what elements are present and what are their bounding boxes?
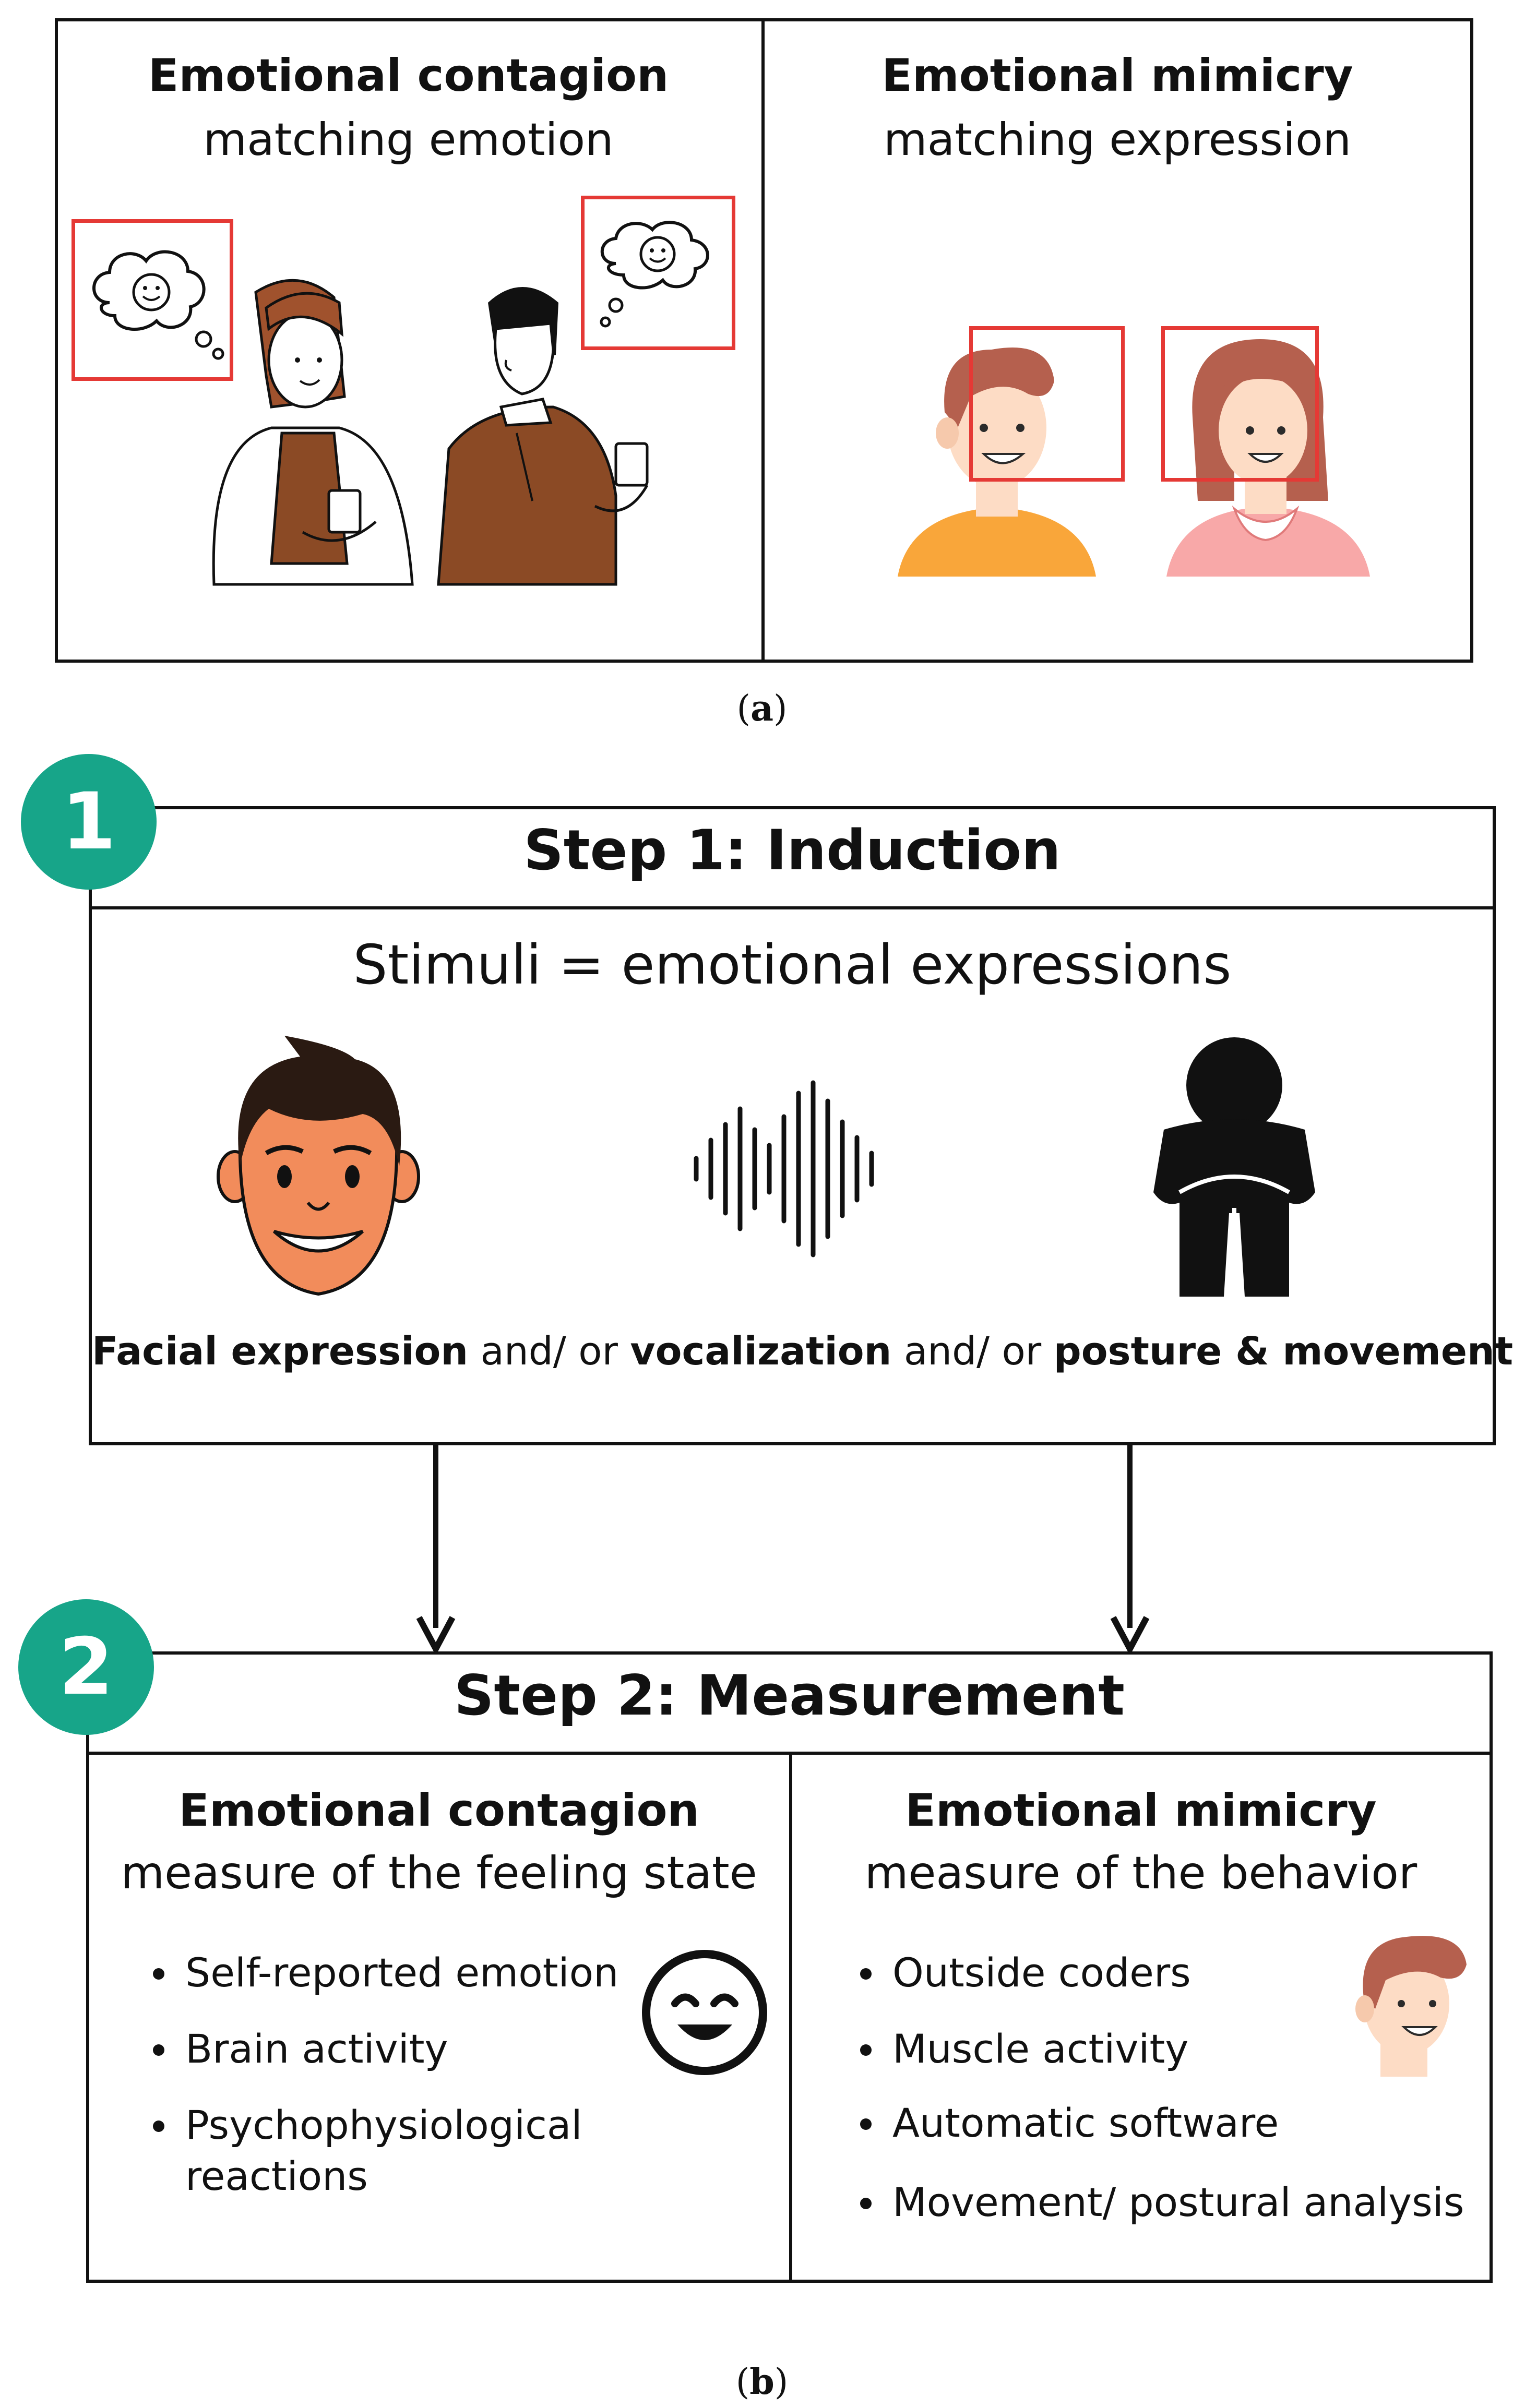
list-item: Muscle activity — [856, 2023, 1482, 2075]
cartoon-face-icon — [1355, 1936, 1467, 2077]
soundwave-icon — [694, 1080, 874, 1257]
list-item: Psychophysiological reactions — [149, 2100, 655, 2202]
step1-title: Step 1: Induction — [523, 818, 1061, 882]
panel-a-right-title: Emotional mimicry — [881, 50, 1353, 102]
modality-facial: Facial expression — [92, 1329, 468, 1374]
panel-a-right-subtitle: matching expression — [883, 114, 1352, 166]
woman-face-illustration — [1166, 339, 1370, 577]
step2-column-divider — [789, 1752, 792, 2283]
thought-highlight-right — [581, 196, 735, 350]
smiley-icon — [642, 1950, 767, 2075]
face-icon — [217, 1036, 420, 1296]
posture-icon — [1153, 1037, 1315, 1297]
thought-highlight-left — [72, 219, 233, 381]
panel-b-caption: (b) — [735, 2361, 789, 2403]
step1-number-badge: 1 — [21, 754, 157, 890]
face-highlight-woman — [1161, 326, 1319, 482]
contagion-measure-title: Emotional contagion — [178, 1784, 699, 1837]
step2-number-badge: 2 — [18, 1599, 154, 1735]
panel-a-caption: (a) — [736, 688, 788, 729]
step1-header-divider — [89, 906, 1496, 909]
mimicry-measures-list: Outside coders Muscle activity Automatic… — [856, 1947, 1482, 2253]
mimicry-measure-title: Emotional mimicry — [905, 1784, 1377, 1837]
list-item: Outside coders — [856, 1947, 1482, 1998]
arrow-to-contagion — [416, 1445, 456, 1656]
contagion-measure-subtitle: measure of the feeling state — [121, 1847, 757, 1899]
panel-a-divider — [761, 18, 765, 663]
list-item: Movement/ postural analysis — [856, 2177, 1482, 2228]
modality-posture: posture & movement — [1053, 1329, 1514, 1374]
panel-a-left-subtitle: matching emotion — [203, 114, 614, 166]
woman-with-coffee-illustration — [212, 279, 414, 586]
thought-bubble-right-icon — [600, 221, 709, 328]
list-item: Brain activity — [149, 2023, 660, 2075]
modality-vocal: vocalization — [630, 1329, 892, 1374]
modalities-line: Facial expression and/ or vocalization a… — [92, 1329, 1514, 1374]
step2-title: Step 2: Measurement — [454, 1663, 1125, 1728]
arrow-to-mimicry — [1110, 1445, 1150, 1656]
thought-bubble-left-icon — [92, 250, 224, 360]
panel-a-left-title: Emotional contagion — [148, 50, 669, 102]
list-item: Self-reported emotion — [149, 1947, 660, 1998]
face-highlight-man — [969, 326, 1125, 482]
list-item: Automatic software — [856, 2098, 1482, 2149]
stimuli-label: Stimuli = emotional expressions — [353, 933, 1232, 997]
contagion-measures-list: Self-reported emotion Brain activity Psy… — [149, 1947, 660, 2227]
mimicry-measure-subtitle: measure of the behavior — [864, 1847, 1417, 1899]
man-with-coffee-illustration — [437, 287, 649, 586]
